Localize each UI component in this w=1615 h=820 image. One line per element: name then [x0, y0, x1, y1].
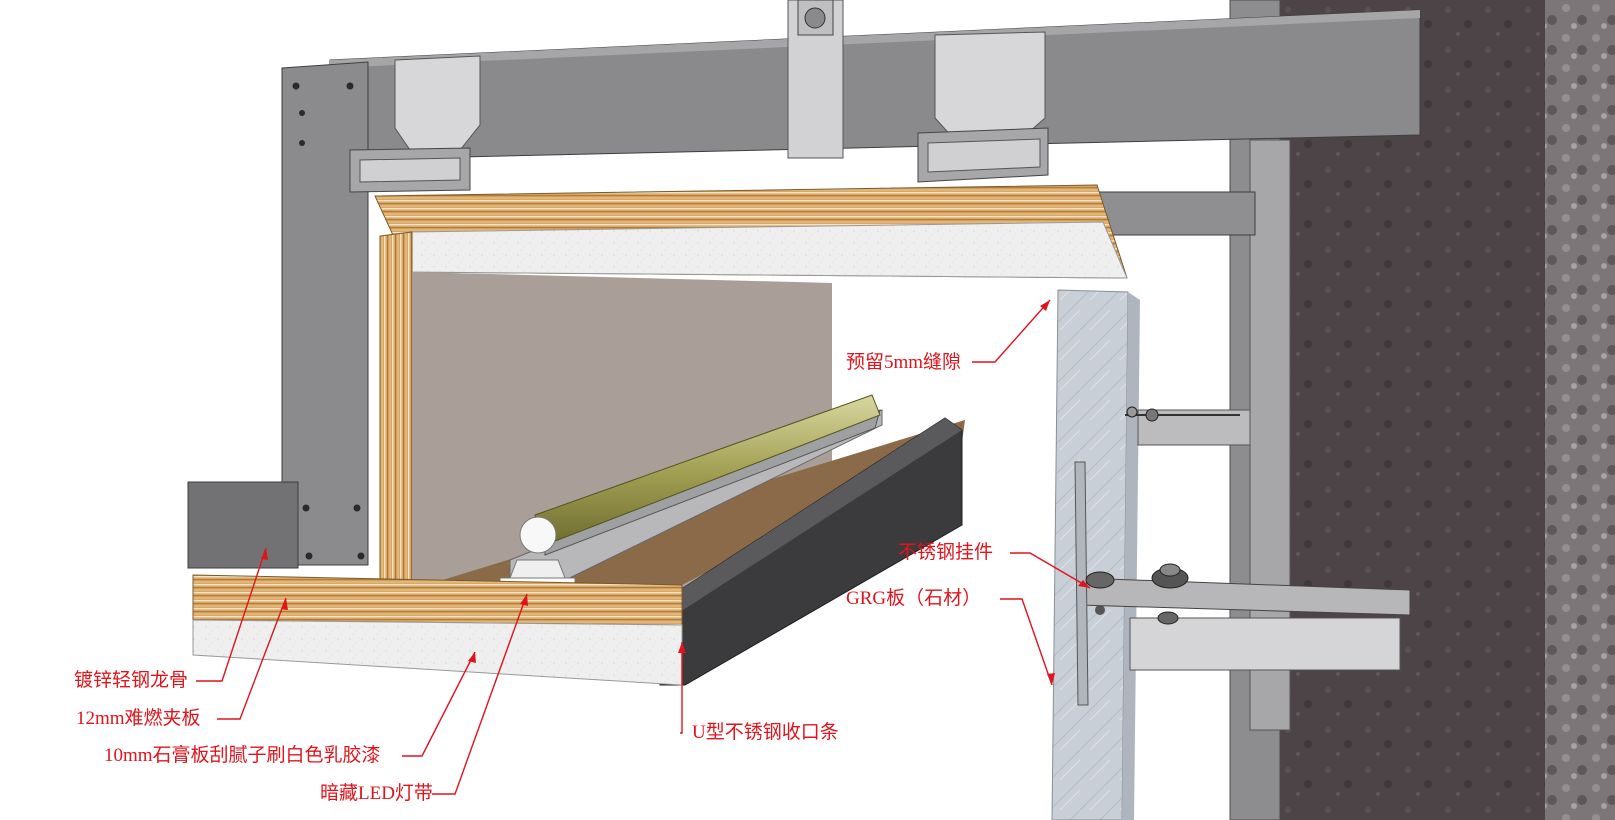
- hanger-left: [394, 55, 481, 151]
- left-keel-post: [281, 61, 369, 566]
- grg-panel-edge: [1122, 292, 1140, 820]
- u-trim-top: [660, 418, 962, 612]
- label-plywood-12mm: 12mm难燃夹板: [76, 708, 201, 729]
- leader-lines: [196, 299, 1091, 795]
- leader-gypsum: [402, 651, 476, 757]
- leader-utrim: [680, 642, 683, 734]
- hex-bolt-icon: [1085, 563, 1189, 625]
- upper-bracket: [1125, 406, 1251, 446]
- bottom-gypsum: [192, 619, 683, 686]
- grg-panel: [1051, 289, 1129, 820]
- leader-gap: [972, 299, 1051, 363]
- side-plywood: [379, 231, 413, 591]
- main-beam-top: [330, 10, 1420, 68]
- main-beam: [329, 9, 1421, 161]
- label-hidden-led: 暗藏LED灯带: [320, 783, 433, 804]
- label-gap-5mm: 预留5mm缝隙: [846, 352, 962, 373]
- post-bolts: [292, 82, 365, 560]
- led-end-cap: [519, 516, 557, 554]
- top-gypsum: [409, 221, 1128, 279]
- wall-bracket-plate: [1249, 139, 1291, 731]
- hanger-middle: [787, 0, 844, 159]
- c-channel-left: [349, 147, 471, 193]
- label-galvanized-keel: 镀锌轻钢龙骨: [74, 670, 189, 691]
- label-stainless-hanger: 不锈钢挂件: [898, 542, 994, 563]
- hanger-right: [934, 31, 1046, 141]
- c-channel-right: [917, 127, 1049, 183]
- leader-grg: [1000, 598, 1053, 686]
- led-clip: [509, 559, 566, 579]
- leader-arrows: [261, 300, 1090, 685]
- label-gypsum-10mm: 10mm石膏板刮腻子刷白色乳胶漆: [104, 745, 381, 766]
- leader-plywood: [217, 597, 287, 720]
- label-grg-board: GRG板（石材）: [846, 588, 982, 609]
- keel-box: [187, 481, 299, 569]
- leader-led: [432, 593, 528, 795]
- stainless-hanger-bracket: [1074, 461, 1411, 706]
- stone-wall: [1250, 0, 1545, 820]
- leader-keel: [196, 547, 267, 682]
- leader-hanger: [1010, 552, 1091, 589]
- label-u-trim: U型不锈钢收口条: [692, 722, 839, 743]
